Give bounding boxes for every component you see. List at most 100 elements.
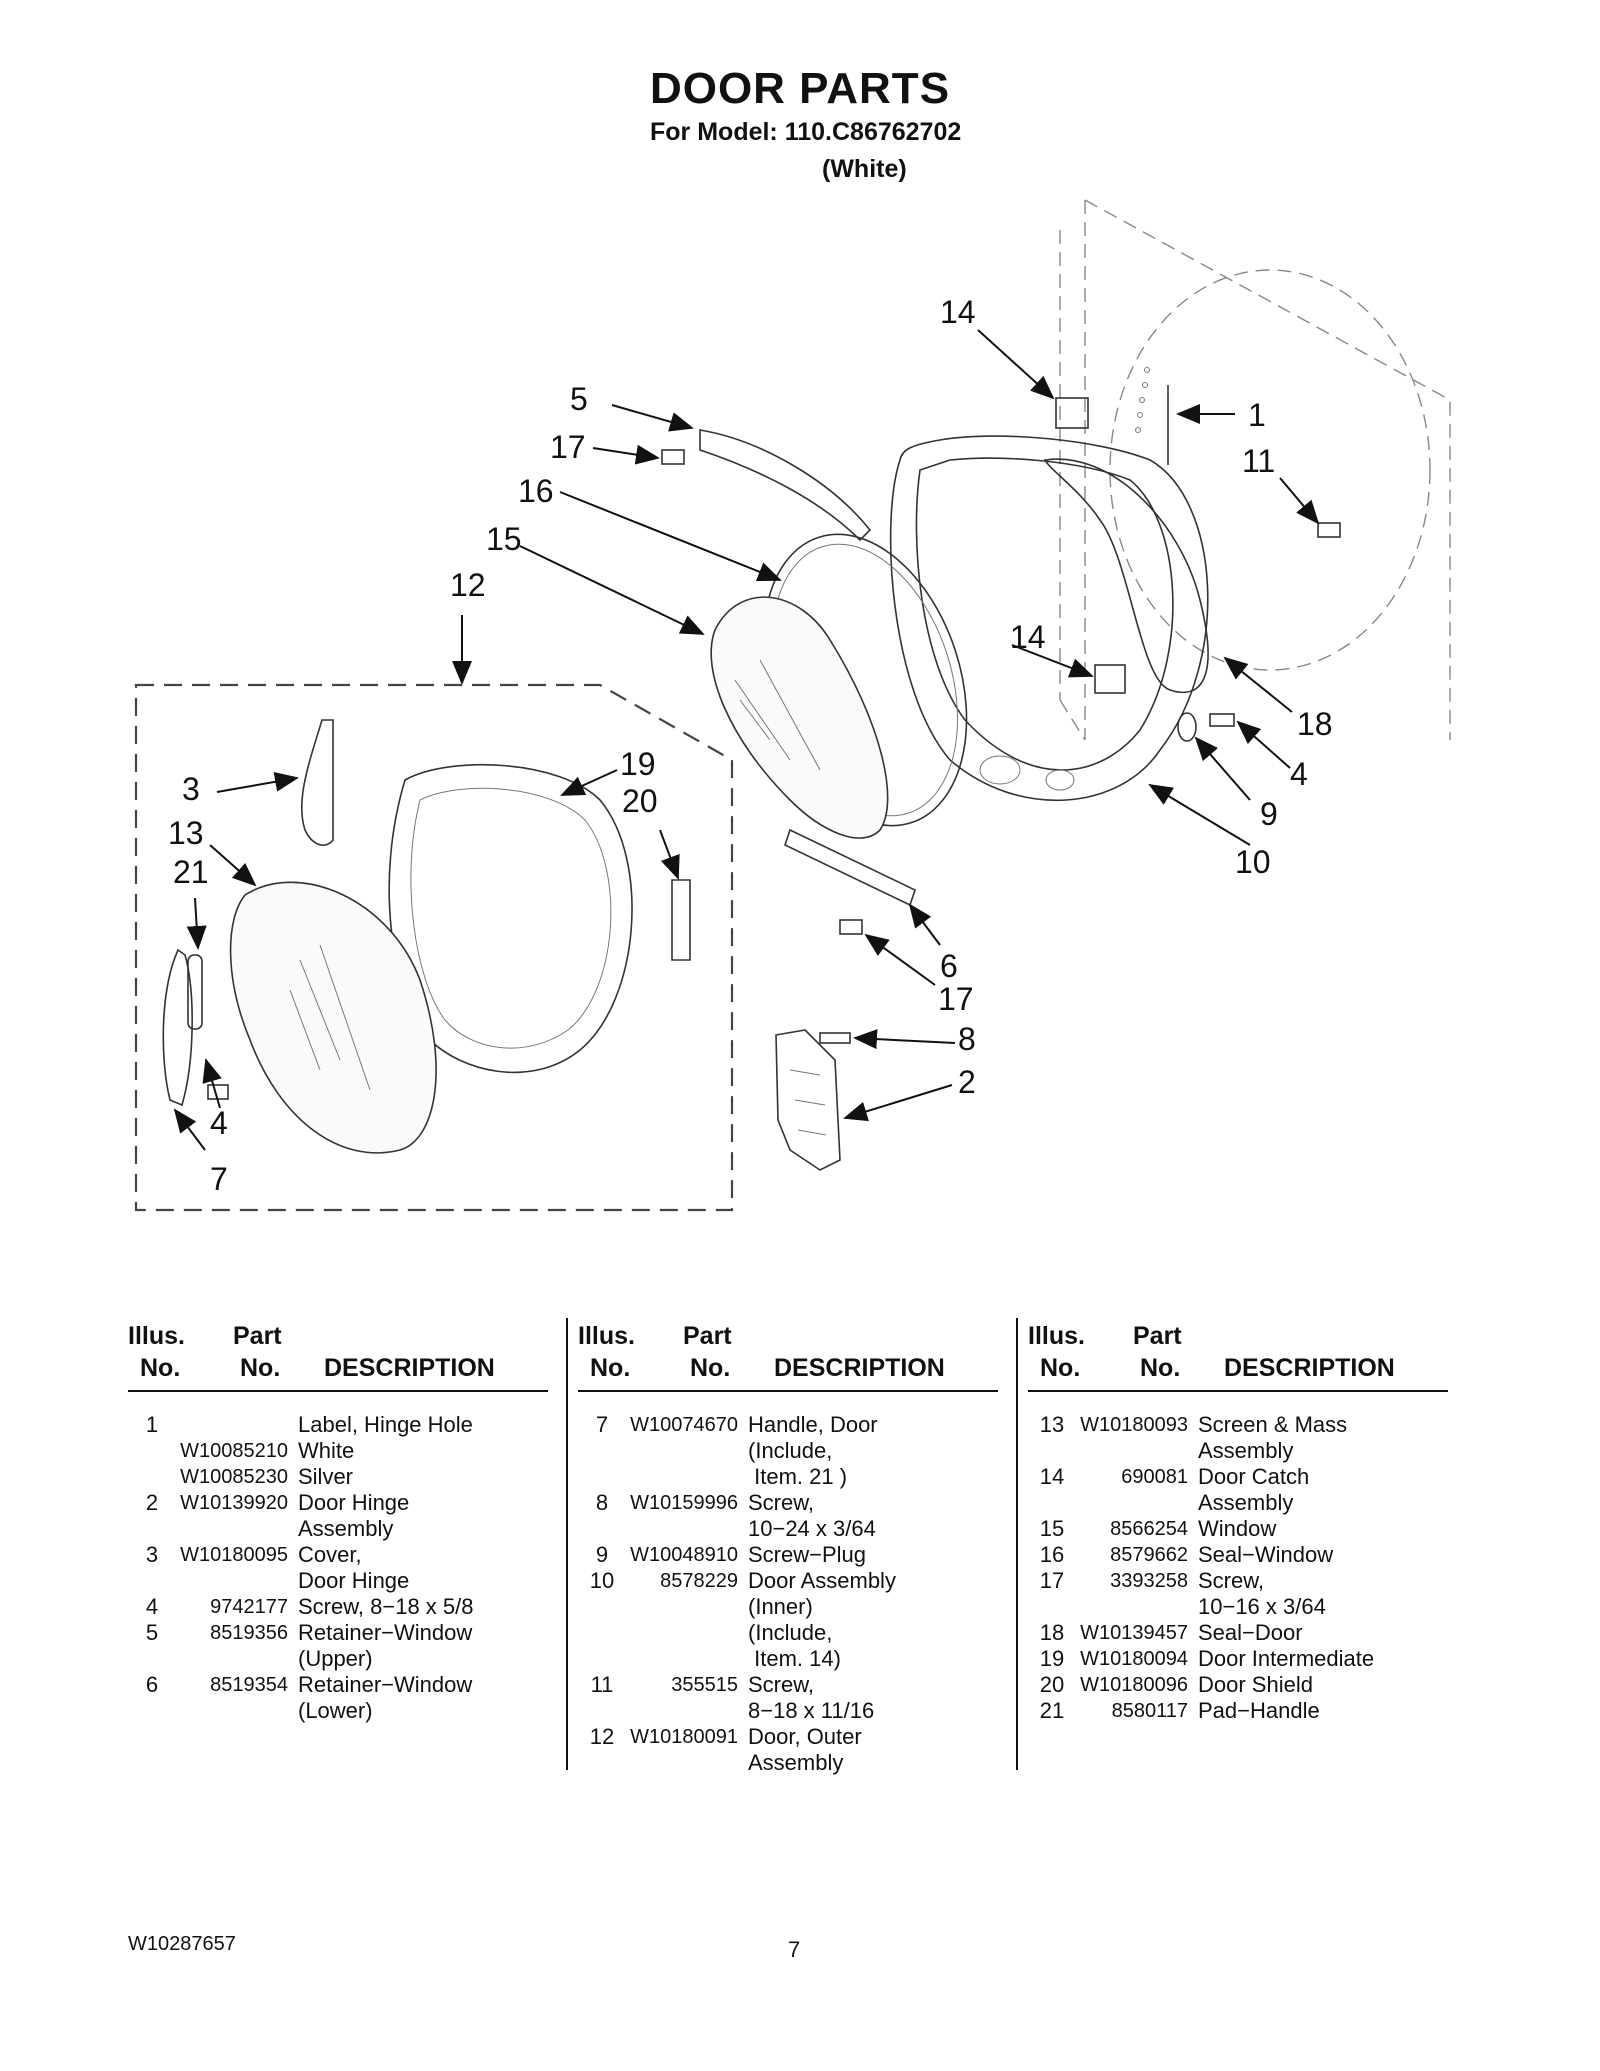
callout: 14 [1010,619,1046,655]
table-row: Door Hinge [128,1568,548,1594]
description: Cover, [298,1542,362,1567]
table-row: (Include, [578,1438,998,1464]
description: Label, Hinge Hole [298,1412,473,1437]
description: Door Hinge [298,1490,410,1515]
description: Screw, [748,1672,815,1697]
page-title: DOOR PARTS [649,64,951,113]
description: (Upper) [298,1646,373,1671]
part-number [626,1698,748,1724]
callout: 18 [1297,706,1333,742]
handle-pad [187,954,203,1030]
part-number [626,1646,748,1672]
callout: 17 [550,429,586,465]
callout-labels: 14 5 17 16 15 12 1 11 14 18 4 9 10 3 13 … [168,294,1333,1197]
illus-number: 1 [145,1412,159,1437]
callout: 21 [173,854,209,890]
part-number: W10180091 [630,1726,738,1748]
description: Seal−Door [1198,1620,1303,1645]
illus-number: 13 [1039,1412,1065,1437]
door-shield [671,879,691,961]
description: Screw−Plug [748,1542,867,1567]
part-number [626,1464,748,1490]
part-number: W10139920 [180,1492,288,1514]
description: 8−18 x 11/16 [748,1698,875,1723]
screw-4-right [1209,713,1235,727]
door-hinge-assembly [775,1029,841,1171]
header-description: DESCRIPTION [774,1354,945,1382]
header-description: DESCRIPTION [324,1354,495,1382]
description: (Include, [748,1438,833,1463]
illus-number: 15 [1039,1516,1065,1541]
callout: 9 [1260,796,1278,832]
header-no: No. [1040,1354,1081,1382]
part-number [176,1646,298,1672]
table-row: Item. 14) [578,1646,998,1672]
part-number: 8580117 [1111,1700,1188,1722]
description: Screen & Mass [1198,1412,1348,1437]
table-header: Illus. No. Part No. DESCRIPTION [128,1318,548,1392]
part-number [626,1594,748,1620]
table-row: 8−18 x 11/16 [578,1698,998,1724]
illus-number: 5 [145,1620,159,1645]
callout: 14 [940,294,976,330]
part-number: W10139457 [1080,1622,1188,1644]
description: (Inner) [748,1594,813,1619]
part-number [1076,1594,1198,1620]
description: Window [1198,1516,1277,1541]
description: Assembly [1198,1438,1294,1463]
description: Assembly [1198,1490,1294,1515]
illus-number: 19 [1039,1646,1065,1671]
description: Door Shield [1198,1672,1313,1697]
table-header: Illus. No. Part No. DESCRIPTION [1028,1318,1448,1392]
part-number: 3393258 [1110,1570,1188,1592]
part-number [176,1698,298,1724]
illus-number [578,1698,626,1724]
illus-number [128,1516,176,1542]
part-number: W10048910 [630,1544,738,1566]
illus-number: 7 [595,1412,609,1437]
illus-number: 2 [145,1490,159,1515]
illus-number: 12 [589,1724,615,1749]
illus-number: 14 [1039,1464,1065,1489]
table-row: 10−24 x 3/64 [578,1516,998,1542]
description: (Include, [748,1620,833,1645]
callout: 16 [518,473,554,509]
description: Door Hinge [298,1568,410,1593]
door-handle [162,948,193,1107]
illus-number: 6 [145,1672,159,1697]
screw-8 [819,1032,851,1044]
table-row: 10−16 x 3/64 [1028,1594,1448,1620]
header-partno: No. [1140,1354,1181,1382]
illus-number [1028,1594,1076,1620]
screw-17-upper [661,449,685,465]
description: Silver [298,1464,354,1489]
description: Door Intermediate [1198,1646,1375,1671]
header-partno: No. [240,1354,281,1382]
header-part: Part [1133,1322,1182,1350]
callout: 12 [450,567,486,603]
part-number [626,1516,748,1542]
illus-number [578,1620,626,1646]
table-row: 1 Label, Hinge Hole [128,1412,548,1438]
part-number [626,1620,748,1646]
illus-number: 16 [1039,1542,1065,1567]
illus-number [578,1594,626,1620]
description: 10−16 x 3/64 [1198,1594,1326,1619]
description: Assembly [748,1750,844,1775]
part-number [1076,1490,1198,1516]
screw-plug [1177,712,1197,742]
callout: 13 [168,815,204,851]
